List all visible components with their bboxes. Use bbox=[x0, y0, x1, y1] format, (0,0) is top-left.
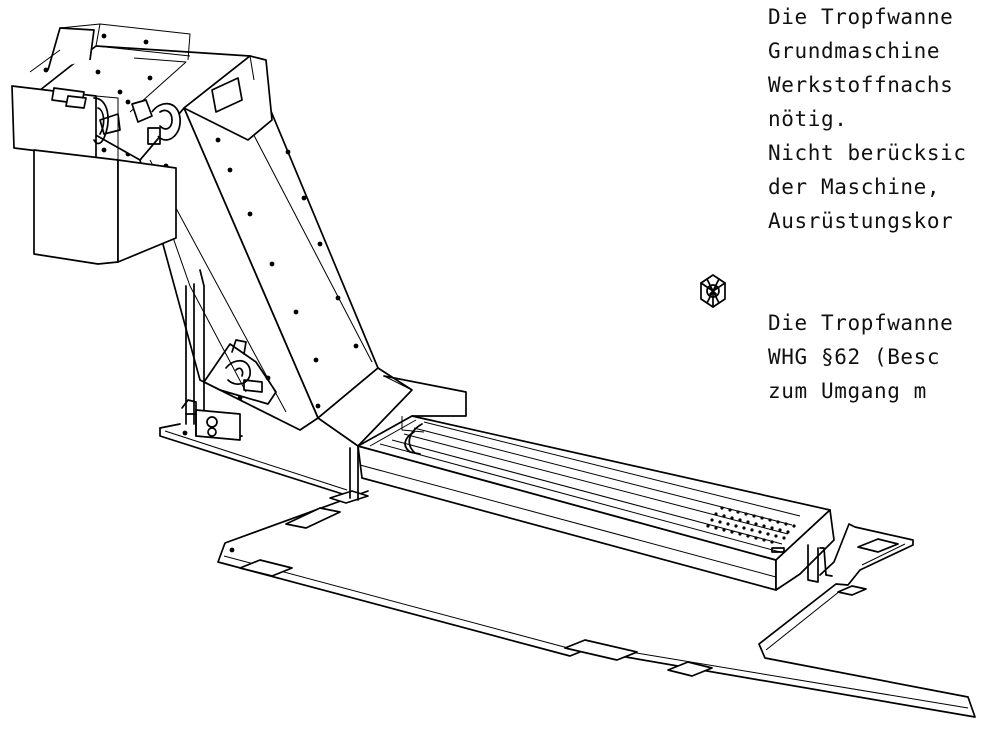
note-line: der Maschine, bbox=[768, 175, 941, 199]
conveyor-trough bbox=[357, 415, 835, 591]
note-line: Die Tropfwanne bbox=[768, 311, 954, 335]
collection-box bbox=[11, 85, 177, 265]
note-line: Grundmaschine bbox=[768, 39, 941, 63]
note-line: WHG §62 (Besc bbox=[768, 345, 941, 369]
note-line: Werkstoffnachs bbox=[768, 73, 954, 97]
filter-grid bbox=[706, 506, 796, 544]
note-line: Nicht berücksic bbox=[768, 141, 967, 165]
tray-pads bbox=[239, 490, 899, 677]
note-line: Die Tropfwanne bbox=[768, 5, 954, 29]
note-line: Ausrüstungskor bbox=[768, 209, 954, 233]
note-line: zum Umgang m bbox=[768, 379, 927, 403]
drive-motor bbox=[99, 99, 181, 145]
note-line: nötig. bbox=[768, 107, 848, 131]
orientation-cube-icon bbox=[700, 274, 726, 308]
tensioner-mechanism bbox=[203, 339, 277, 405]
foot-bracket bbox=[181, 399, 241, 441]
